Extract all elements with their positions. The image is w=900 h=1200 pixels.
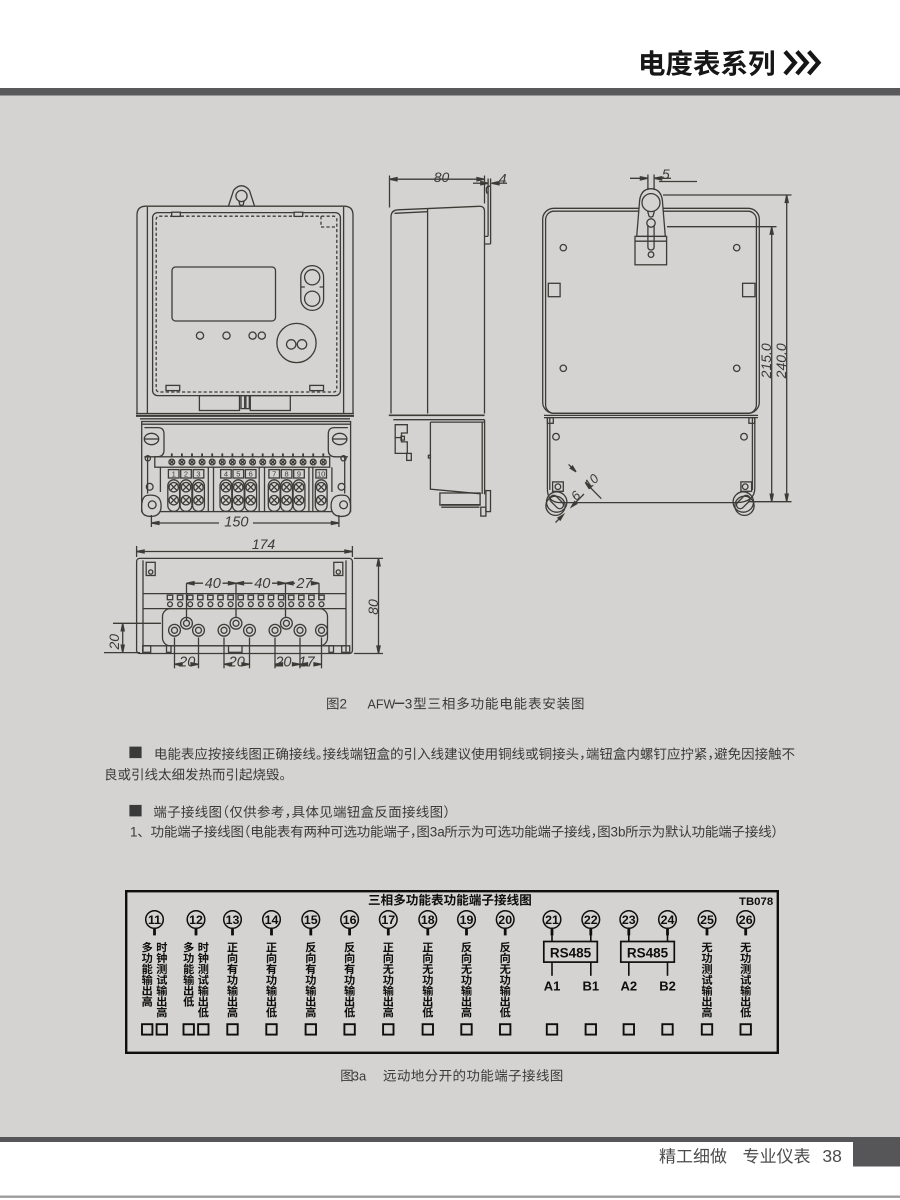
svg-text:22: 22: [584, 913, 598, 927]
svg-text:80: 80: [365, 599, 381, 615]
svg-text:3a: 3a: [352, 1069, 367, 1084]
svg-text:8: 8: [285, 470, 289, 479]
svg-text:B2: B2: [659, 979, 676, 994]
svg-text:240.0: 240.0: [773, 343, 789, 379]
svg-text:3a: 3a: [430, 825, 446, 840]
svg-text:40: 40: [205, 576, 221, 592]
svg-text:27: 27: [295, 576, 313, 592]
svg-text:15: 15: [304, 913, 318, 927]
svg-text:38: 38: [822, 1146, 841, 1166]
svg-text:RS485: RS485: [627, 946, 669, 961]
svg-text:17: 17: [381, 913, 395, 927]
svg-text:16: 16: [343, 913, 357, 927]
svg-text:14: 14: [265, 913, 279, 927]
svg-text:17: 17: [299, 655, 316, 671]
svg-text:5: 5: [236, 470, 240, 479]
svg-text:3b: 3b: [611, 825, 626, 840]
svg-text:6: 6: [249, 470, 253, 479]
svg-text:12: 12: [189, 913, 203, 927]
svg-text:2: 2: [184, 470, 188, 479]
svg-text:3: 3: [405, 697, 413, 712]
svg-text:40: 40: [254, 576, 270, 592]
svg-text:25: 25: [700, 913, 714, 927]
svg-text:4: 4: [499, 171, 507, 187]
svg-text:7: 7: [272, 470, 276, 479]
svg-text:A1: A1: [544, 979, 561, 994]
svg-text:21: 21: [545, 913, 559, 927]
svg-text:5: 5: [662, 166, 670, 182]
svg-text:20: 20: [498, 913, 512, 927]
svg-text:215.0: 215.0: [758, 343, 774, 379]
svg-text:19: 19: [460, 913, 474, 927]
svg-text:20: 20: [178, 655, 195, 671]
svg-text:18: 18: [421, 913, 435, 927]
svg-text:10: 10: [317, 470, 325, 479]
svg-text:9: 9: [297, 470, 301, 479]
svg-text:13: 13: [226, 913, 240, 927]
svg-text:20: 20: [106, 634, 122, 651]
svg-text:1: 1: [172, 470, 176, 479]
svg-text:AFW: AFW: [368, 698, 396, 712]
svg-text:1: 1: [130, 825, 138, 840]
svg-text:3: 3: [196, 470, 200, 479]
svg-text:20: 20: [274, 655, 291, 671]
svg-text:A2: A2: [620, 979, 637, 994]
svg-text:RS485: RS485: [550, 946, 592, 961]
svg-text:26: 26: [739, 913, 753, 927]
svg-text:2: 2: [340, 697, 348, 712]
svg-text:23: 23: [622, 913, 636, 927]
svg-text:B1: B1: [582, 979, 599, 994]
svg-text:24: 24: [661, 913, 675, 927]
svg-text:80: 80: [434, 169, 450, 185]
svg-text:174: 174: [252, 536, 276, 552]
svg-text:150: 150: [224, 515, 248, 531]
svg-text:20: 20: [228, 655, 245, 671]
svg-text:4: 4: [224, 470, 228, 479]
svg-text:TB078: TB078: [739, 896, 773, 908]
svg-text:11: 11: [148, 913, 161, 927]
